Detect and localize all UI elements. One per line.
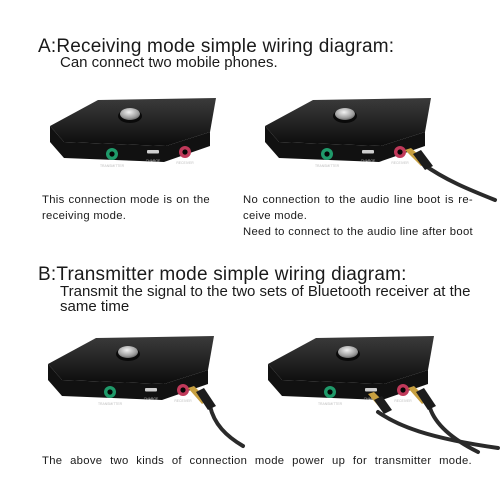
port-label-receiver: RECEIVER [394, 399, 412, 403]
device-b1: TRANSMITTER CHARGE RECEIVER [38, 330, 248, 450]
device-front-face [265, 126, 425, 162]
section-b-subheading-line1: Transmit the signal to the two sets of B… [60, 283, 471, 300]
device-front-face [48, 364, 208, 400]
port-label-transmitter: TRANSMITTER [318, 402, 343, 406]
device-a2: TRANSMITTER CHARGE RECEIVER [255, 92, 500, 202]
device-front-face [268, 364, 428, 400]
section-b-heading: B:Transmitter mode simple wiring diagram… [38, 264, 407, 285]
power-button-icon[interactable] [118, 346, 138, 358]
port-label-receiver: RECEIVER [174, 399, 192, 403]
section-a-subheading: Can connect two mobile phones. [60, 54, 278, 71]
charge-port-icon[interactable] [147, 150, 159, 154]
charge-port-icon[interactable] [365, 388, 377, 392]
section-a-heading: A:Receiving mode simple wiring diagram: [38, 36, 395, 57]
audio-cable-icon[interactable] [188, 386, 245, 448]
port-label-receiver: RECEIVER [176, 161, 194, 165]
power-button-icon[interactable] [338, 346, 358, 358]
power-button-icon[interactable] [335, 108, 355, 120]
section-a-right-caption-line3: Need to connect to the audio line after … [243, 226, 473, 238]
device-b2: TRANSMITTER CHARGE RECEIVER [258, 330, 500, 455]
port-label-charge: CHARGE [146, 159, 161, 163]
port-label-transmitter: TRANSMITTER [315, 164, 340, 168]
section-a-right-caption-line2: ceive mode. [243, 210, 308, 222]
port-label-charge: CHARGE [361, 159, 376, 163]
device-a1: TRANSMITTER CHARGE RECEIVER [40, 92, 240, 172]
section-b-subheading-line2: same time [60, 298, 130, 315]
port-label-receiver: RECEIVER [391, 161, 409, 165]
port-label-transmitter: TRANSMITTER [98, 402, 123, 406]
audio-cable-icon[interactable] [368, 392, 500, 450]
charge-port-icon[interactable] [145, 388, 157, 392]
audio-cable-icon[interactable] [408, 386, 480, 454]
section-b-caption: The above two kinds of connection mode p… [42, 455, 472, 467]
port-label-charge: CHARGE [364, 397, 379, 401]
port-label-transmitter: TRANSMITTER [100, 164, 125, 168]
section-a-left-caption-line1: This connection mode is on the [42, 194, 210, 206]
device-front-face [50, 126, 210, 162]
charge-port-icon[interactable] [362, 150, 374, 154]
power-button-icon[interactable] [120, 108, 140, 120]
section-a-right-caption-line1: No connection to the audio line boot is … [243, 194, 473, 206]
section-a-left-caption-line2: receiving mode. [42, 210, 127, 222]
audio-cable-icon[interactable] [405, 148, 497, 202]
port-label-charge: CHARGE [144, 397, 159, 401]
